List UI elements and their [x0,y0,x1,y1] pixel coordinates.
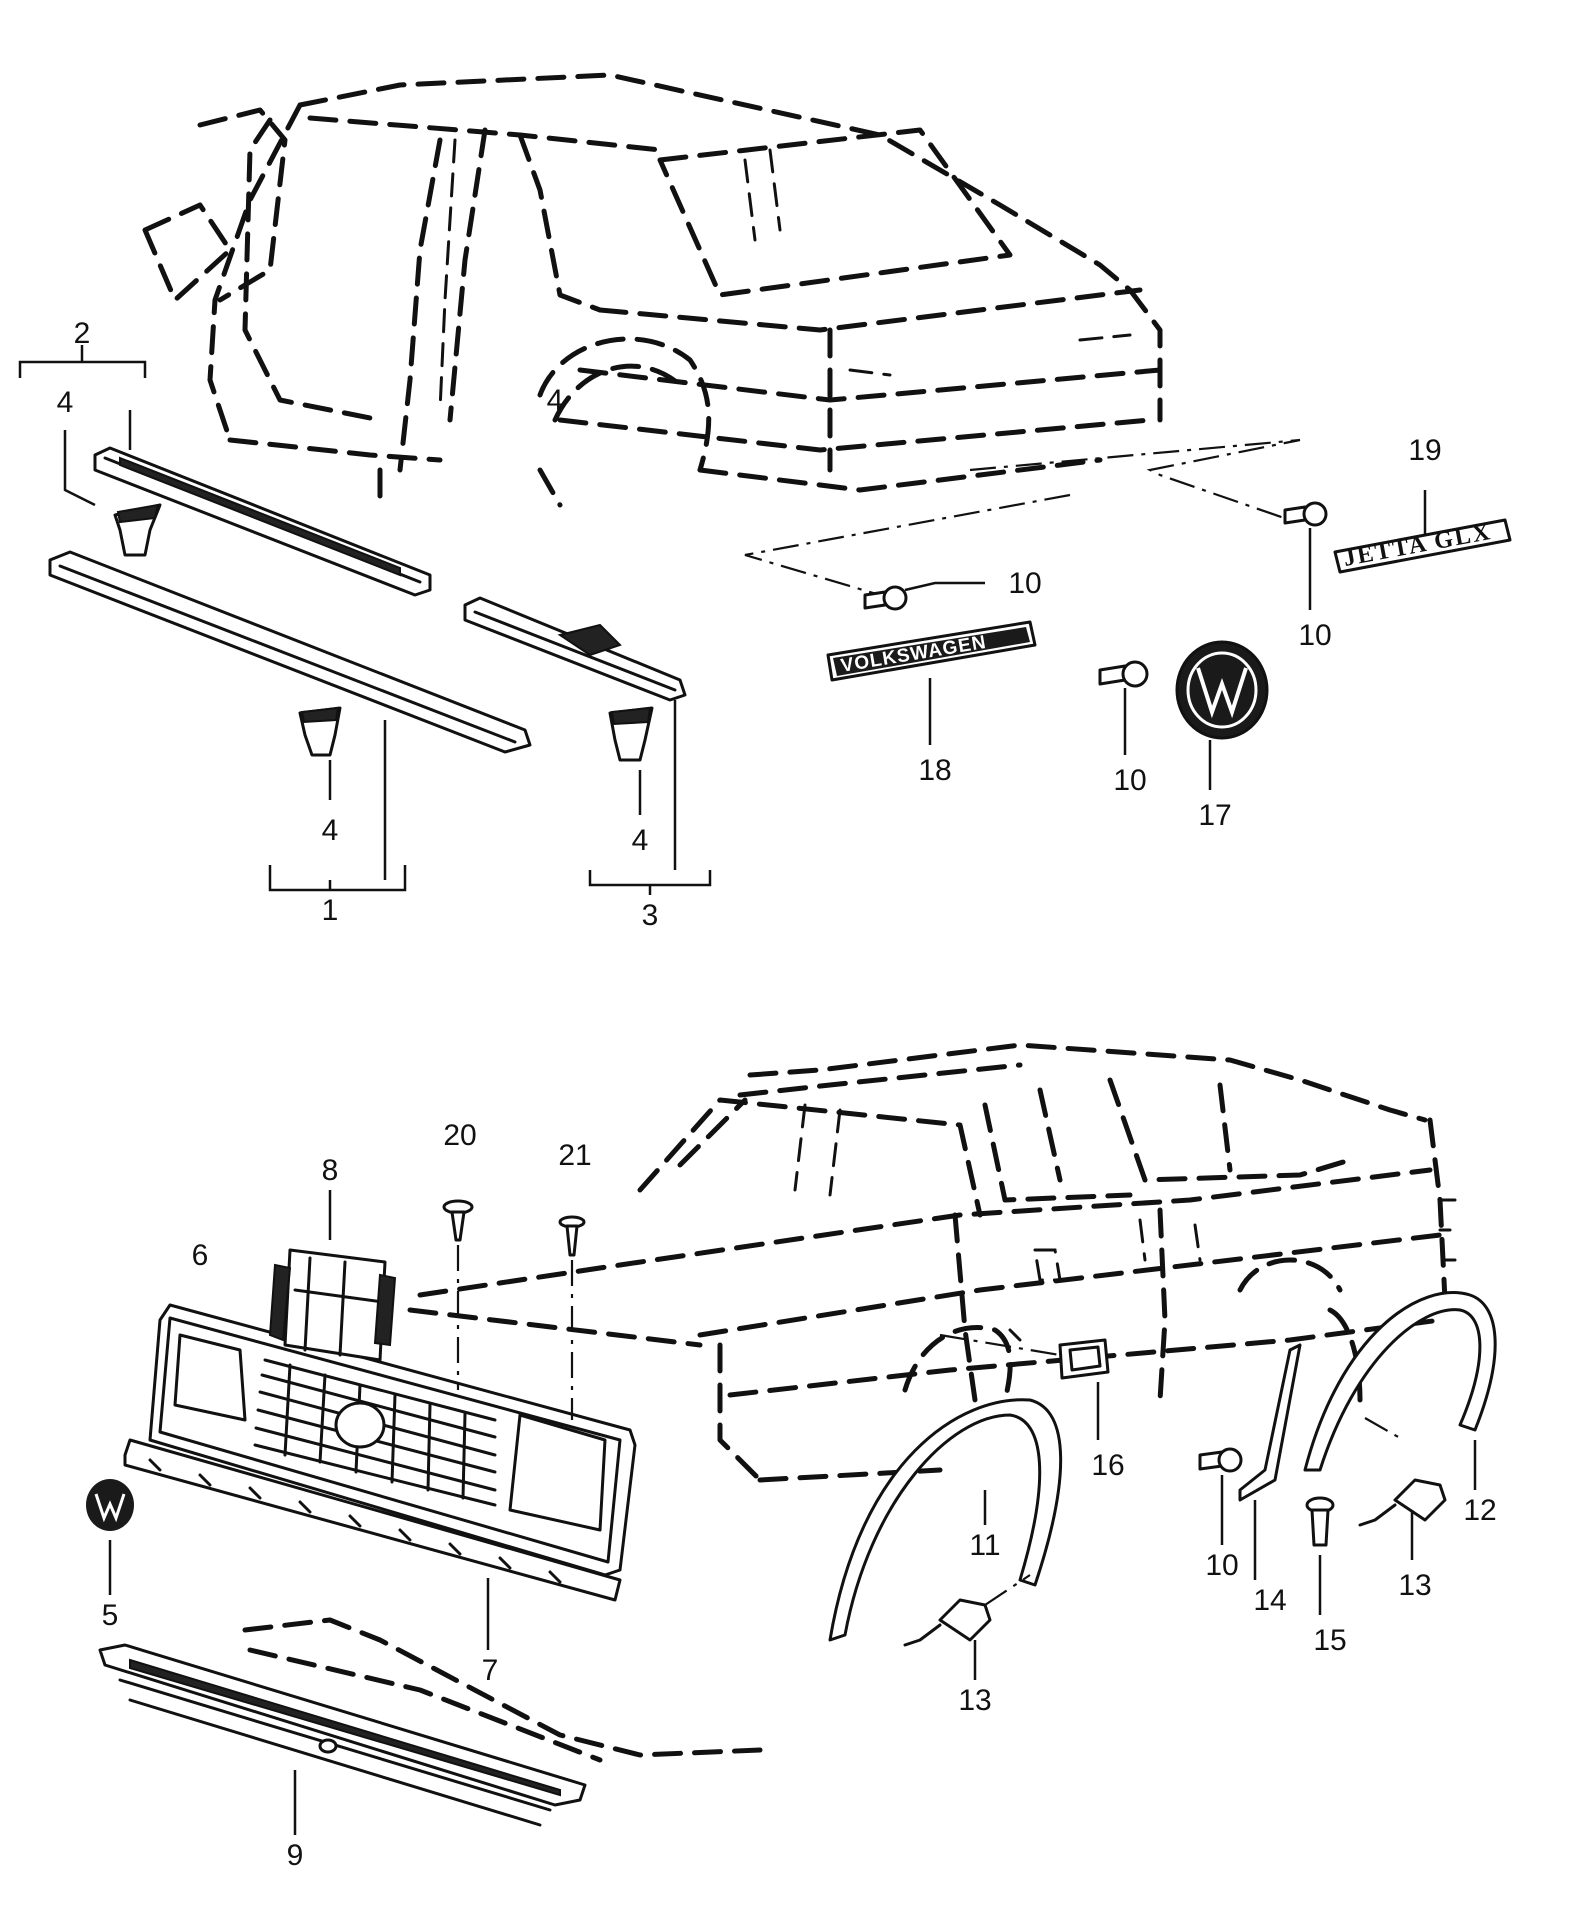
part-8-bracket [268,1190,397,1362]
callout-16: 16 [1091,1449,1124,1482]
callout-2: 2 [74,317,91,350]
part-13-pin-front [903,1574,1031,1680]
clip-part-4-mid [298,706,342,757]
callout-10-right: 10 [1298,619,1331,652]
callout-labels: 2 4 4 1 4 3 4 10 10 10 18 17 19 8 6 20 2… [57,317,1497,1872]
callout-4-middle: 4 [322,814,339,847]
callout-10-lower: 10 [1113,764,1146,797]
part-13-pin-rear [1358,1478,1447,1560]
callout-17: 17 [1198,799,1231,832]
callout-15: 15 [1313,1624,1346,1657]
part-18-volkswagen-badge: VOLKSWAGEN [826,620,1037,745]
callout-13-rear: 13 [1398,1569,1431,1602]
callout-9: 9 [287,1839,304,1872]
part-11-front-arch-trim [828,1398,1063,1642]
part-1-sill-molding-lower [48,550,532,754]
part-2-sill-molding-upper [93,446,432,597]
bolt-part-10-right [1283,501,1328,610]
jetta-badge-text: JETTA GLX [1341,519,1493,572]
part-7-lower-strip [123,1438,622,1650]
part-14-trim-strip [1238,1343,1302,1580]
callout-4-car: 4 [547,384,564,417]
callout-20: 20 [443,1119,476,1152]
callout-14: 14 [1253,1584,1286,1617]
part-16-side-marker [939,1333,1110,1440]
bolt-part-10-bottom [1198,1447,1243,1545]
callout-10-bottom: 10 [1205,1549,1238,1582]
part-15-rivet [1305,1496,1335,1615]
volkswagen-badge-text: VOLKSWAGEN [839,632,988,677]
part-3-sill-molding-short [463,596,687,702]
part-20-screw [442,1199,474,1390]
bolt-part-10-lower [1098,660,1149,755]
clip-part-4-right [608,706,654,762]
part-17-vw-emblem [1175,640,1269,790]
bolt-part-10-center [863,581,985,611]
callout-12: 12 [1463,1494,1496,1527]
callout-13-front: 13 [958,1684,991,1717]
callout-11: 11 [969,1529,1000,1562]
top-left-brackets [18,345,712,895]
callout-8: 8 [322,1154,339,1187]
clip-part-4-top [113,503,162,557]
callout-10-center: 10 [1008,567,1041,600]
part-9-lower-spoiler [98,1617,763,1835]
part-21-screw [558,1215,586,1420]
callout-21: 21 [558,1139,591,1172]
callout-18: 18 [918,754,951,787]
callout-3: 3 [642,899,659,932]
part-19-jetta-badge: JETTA GLX [1333,490,1512,574]
callout-4-right: 4 [632,824,649,857]
car-rear-view [142,72,1163,513]
callout-1: 1 [322,894,339,927]
car-front-view [407,1042,1457,1483]
callout-6: 6 [192,1239,209,1272]
part-12-rear-arch-trim [1303,1291,1497,1490]
part-5-grille-emblem [86,1479,134,1595]
callout-4-top-left: 4 [57,386,74,419]
callout-5: 5 [102,1599,119,1632]
part-6-grille [148,1303,637,1577]
top-leader-lines [744,438,1301,597]
callout-19: 19 [1408,434,1441,467]
callout-7: 7 [482,1654,499,1687]
